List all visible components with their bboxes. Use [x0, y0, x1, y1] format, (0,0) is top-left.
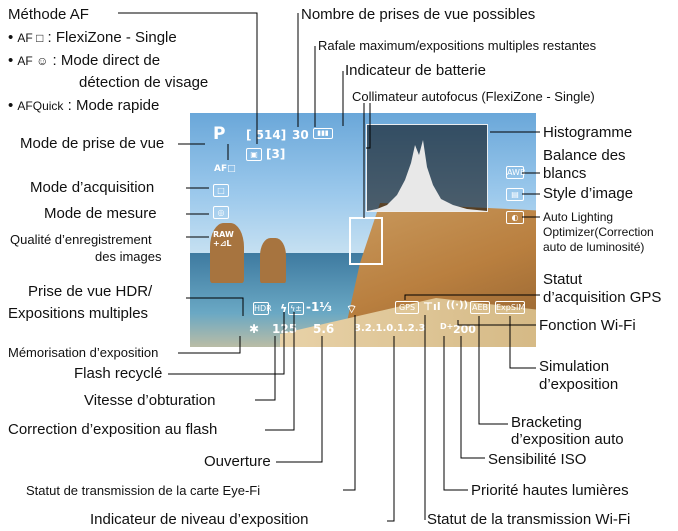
- metering-icon: ◎: [213, 206, 229, 219]
- label-simu-1: Simulation: [539, 358, 610, 375]
- multi-exposure-icon: ▣: [246, 148, 262, 161]
- label-ouverture: Ouverture: [204, 453, 271, 470]
- shots-remaining-value: [ 514]: [246, 128, 287, 142]
- label-bracketing-2: d’exposition auto: [511, 431, 624, 448]
- label-qualite-2: des images: [95, 249, 162, 264]
- af-bullet-3: • AFQuick : Mode rapide: [8, 97, 160, 114]
- exp-sim-icon: ExpSIM: [495, 301, 526, 314]
- image-quality-raw: RAW: [213, 230, 234, 239]
- label-transmission-wifi: Statut de la transmission Wi-Fi: [427, 511, 631, 528]
- label-wifi: Fonction Wi-Fi: [539, 317, 636, 334]
- af-bullet-text: : Mode direct de: [52, 52, 161, 69]
- label-collimateur: Collimateur autofocus (FlexiZone - Singl…: [352, 89, 595, 104]
- label-alo-2: Optimizer(Correction: [543, 225, 654, 239]
- histogram-graph: [367, 140, 487, 211]
- gps-icon: GPS: [395, 301, 419, 314]
- af-bullet-text: : Mode rapide: [67, 97, 160, 114]
- label-iso: Sensibilité ISO: [488, 451, 587, 468]
- exposure-scale: 3.2.1.0.1.2.3: [354, 323, 426, 334]
- label-alo-3: auto de luminosité): [543, 240, 645, 254]
- af-bullet-2-cont: détection de visage: [79, 74, 209, 91]
- histogram: [366, 124, 488, 212]
- label-mode-mesure: Mode de mesure: [44, 205, 157, 222]
- shutter-value: 125: [272, 322, 298, 336]
- af-bullet-1: • AF □ : FlexiZone - Single: [8, 29, 177, 46]
- hl-priority-icon: D+: [440, 322, 454, 331]
- label-bracketing-1: Bracketing: [511, 414, 582, 431]
- af-method-icon: AF□: [214, 164, 236, 174]
- shooting-mode-value: P: [213, 124, 226, 144]
- flash-ready-icon: ϟ: [280, 302, 288, 315]
- af-bullet-text: : FlexiZone - Single: [47, 29, 177, 46]
- label-rafale: Rafale maximum/expositions multiples res…: [318, 38, 597, 53]
- af-method-title: Méthode AF: [8, 6, 89, 23]
- label-style: Style d’image: [543, 185, 634, 202]
- aperture-value: 5.6: [313, 322, 335, 336]
- af-point-frame: [349, 217, 383, 265]
- label-vitesse: Vitesse d’obturation: [84, 392, 216, 409]
- image-quality-l: +⊿L: [213, 239, 232, 248]
- label-mode-acquisition: Mode d’acquisition: [30, 179, 155, 196]
- label-qualite-1: Qualité d’enregistrement: [10, 232, 152, 247]
- label-hdr-2: Expositions multiples: [8, 305, 149, 322]
- wifi-signal-icon: ⊤ıl: [423, 300, 441, 313]
- rock-stack: [260, 238, 286, 283]
- flash-comp-icon: ϟ±: [288, 302, 304, 315]
- label-correction-flash: Correction d’exposition au flash: [8, 421, 218, 438]
- aeb-icon: AEB: [470, 301, 490, 314]
- iso-value: 200: [453, 323, 476, 336]
- af-flexizone-icon: AF □: [17, 31, 44, 45]
- ae-lock-icon: ✱: [249, 322, 260, 336]
- flash-comp-value: -1⅓: [306, 300, 332, 314]
- wifi-function-icon: ((·)): [446, 300, 469, 311]
- label-flash-recycle: Flash recyclé: [74, 365, 163, 382]
- af-quick-icon: AFQuick: [17, 99, 64, 113]
- label-mode-prise: Mode de prise de vue: [20, 135, 165, 152]
- af-bullet-2: • AF ☺ : Mode direct de: [8, 52, 161, 69]
- max-burst-value: 30: [292, 128, 309, 142]
- label-memo: Mémorisation d’exposition: [8, 345, 159, 360]
- label-balance-1: Balance des: [543, 147, 626, 164]
- label-histogramme: Histogramme: [543, 124, 633, 141]
- label-batterie: Indicateur de batterie: [345, 62, 486, 79]
- label-priorite: Priorité hautes lumières: [471, 482, 629, 499]
- eyefi-icon: ⌔: [346, 302, 358, 316]
- multi-exposure-count: [3]: [266, 147, 286, 161]
- label-gps-1: Statut: [543, 271, 583, 288]
- drive-mode-icon: □: [213, 184, 229, 197]
- label-simu-2: d’exposition: [539, 376, 619, 393]
- label-balance-2: blancs: [543, 165, 587, 182]
- label-alo-1: Auto Lighting: [543, 210, 614, 224]
- af-face-icon: AF ☺: [17, 54, 49, 68]
- rock-stack: [210, 223, 244, 283]
- label-niveau: Indicateur de niveau d’exposition: [90, 511, 309, 528]
- label-eyefi: Statut de transmission de la carte Eye-F…: [26, 483, 261, 498]
- label-nombre-prises: Nombre de prises de vue possibles: [301, 6, 536, 23]
- battery-icon: ▮▮▮: [313, 128, 333, 139]
- label-gps-2: d’acquisition GPS: [543, 289, 662, 306]
- hdr-icon: HDR: [253, 302, 272, 315]
- label-hdr-1: Prise de vue HDR/: [28, 283, 153, 300]
